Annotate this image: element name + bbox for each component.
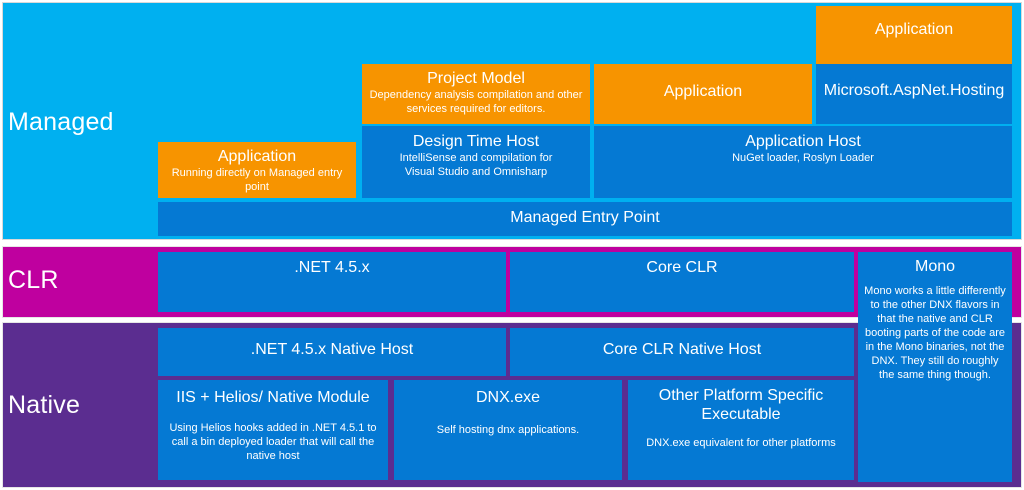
box-application-left[interactable]: Application Running directly on Managed …	[158, 142, 356, 198]
box-subtitle: Dependency analysis compilation and othe…	[369, 89, 583, 115]
box-title: Design Time Host	[412, 133, 540, 150]
band-native-label: Native	[8, 391, 81, 419]
box-title: .NET 4.5.x	[294, 259, 370, 276]
box-title: Application	[874, 21, 954, 38]
box-application-host[interactable]: Application Host NuGet loader, Roslyn Lo…	[594, 126, 1012, 198]
box-core-clr[interactable]: Core CLR	[510, 252, 854, 312]
box-title: Mono	[914, 258, 956, 275]
band-managed-label: Managed	[8, 108, 114, 136]
box-title: Managed Entry Point	[510, 209, 660, 226]
box-title: DNX.exe	[475, 389, 541, 406]
box-title: Microsoft.AspNet.Hosting	[823, 82, 1005, 99]
box-core-clr-native-host[interactable]: Core CLR Native Host	[510, 328, 854, 376]
box-net-45x[interactable]: .NET 4.5.x	[158, 252, 506, 312]
box-dnx-exe[interactable]: DNX.exe Self hosting dnx applications.	[394, 380, 622, 480]
box-subtitle: Running directly on Managed entry point	[171, 167, 343, 193]
box-net-45x-native-host[interactable]: .NET 4.5.x Native Host	[158, 328, 506, 376]
box-mono[interactable]: Mono Mono works a little differently to …	[858, 252, 1012, 482]
box-iis-helios-native-module[interactable]: IIS + Helios/ Native Module Using Helios…	[158, 380, 388, 480]
box-title: Application Host	[745, 133, 861, 150]
box-title: Application	[663, 83, 743, 100]
box-project-model[interactable]: Project Model Dependency analysis compil…	[362, 64, 590, 124]
box-managed-entry-point[interactable]: Managed Entry Point	[158, 202, 1012, 236]
box-subtitle: Mono works a little differently to the o…	[864, 285, 1006, 381]
box-subtitle: Using Helios hooks added in .NET 4.5.1 t…	[169, 422, 377, 462]
box-title: Other Platform Specific Executable	[658, 387, 824, 423]
box-subtitle: Self hosting dnx applications.	[436, 424, 580, 436]
box-design-time-host[interactable]: Design Time Host IntelliSense and compil…	[362, 126, 590, 198]
box-other-platform-specific-executable[interactable]: Other Platform Specific Executable DNX.e…	[628, 380, 854, 480]
box-application-right[interactable]: Application	[816, 6, 1012, 64]
box-subtitle: DNX.exe equivalent for other platforms	[646, 437, 836, 449]
box-title: Project Model	[427, 70, 525, 87]
box-title: Core CLR Native Host	[602, 341, 762, 358]
box-title: IIS + Helios/ Native Module	[176, 389, 370, 406]
box-subtitle: IntelliSense and compilation for Visual …	[399, 152, 553, 178]
box-microsoft-aspnet-hosting[interactable]: Microsoft.AspNet.Hosting	[816, 64, 1012, 124]
box-application-mid[interactable]: Application	[594, 64, 812, 124]
box-subtitle: NuGet loader, Roslyn Loader	[732, 152, 874, 164]
box-title: .NET 4.5.x Native Host	[250, 341, 414, 358]
box-title: Core CLR	[646, 259, 718, 276]
box-title: Application	[217, 148, 297, 165]
band-clr-label: CLR	[8, 266, 59, 294]
